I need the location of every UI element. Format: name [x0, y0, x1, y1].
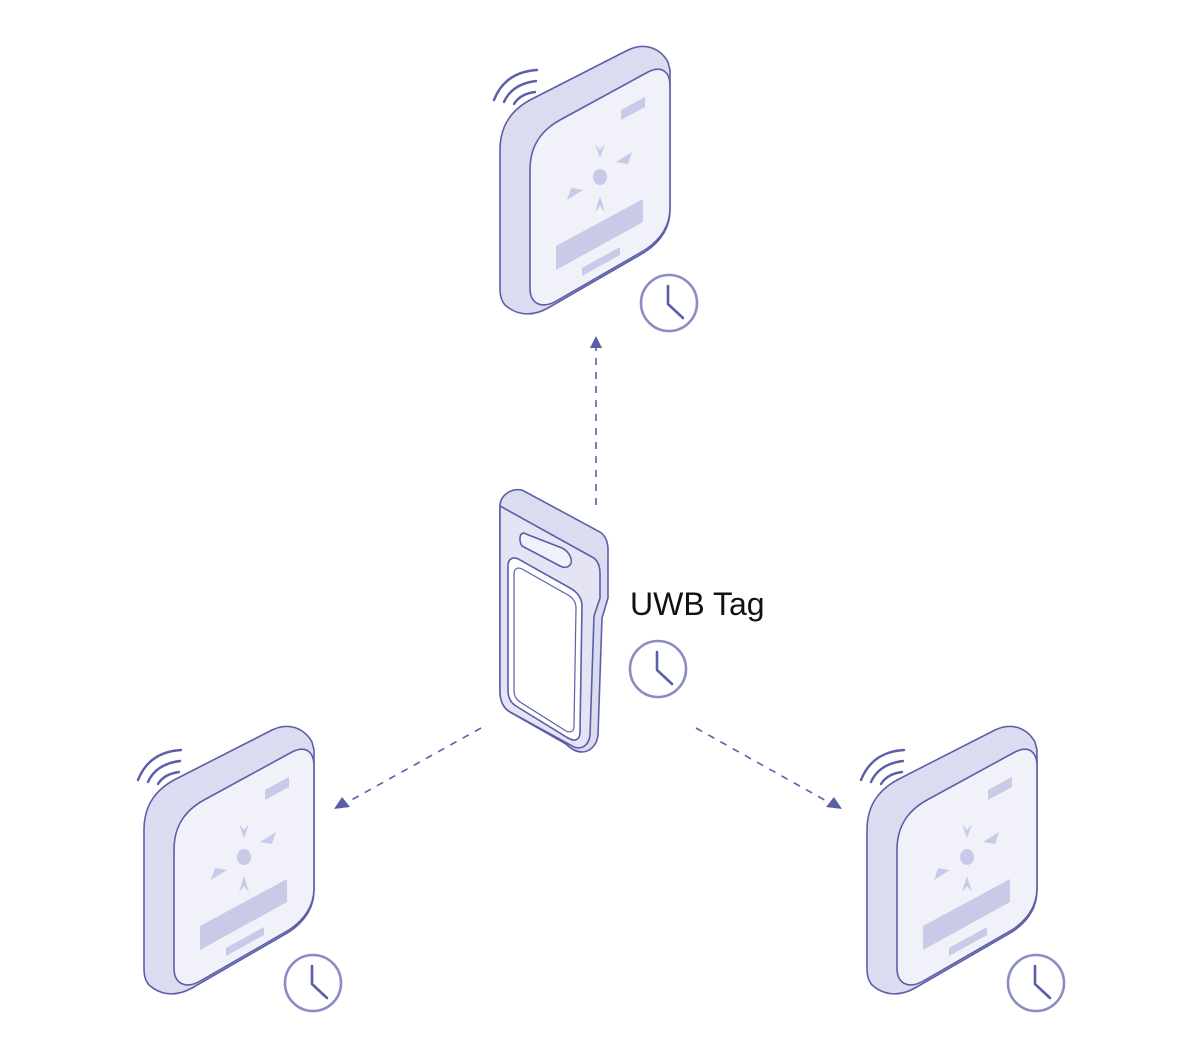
uwb-tag-label: UWB Tag	[630, 586, 765, 622]
edge-tag-to-right	[695, 727, 842, 809]
anchor-top	[492, 45, 699, 333]
anchor-left	[136, 725, 343, 1013]
edge-tag-to-left	[334, 727, 482, 809]
edge-tag-to-top	[590, 336, 602, 505]
clock-icon	[628, 639, 688, 699]
uwb-tag-device	[499, 488, 609, 753]
anchor-right	[859, 725, 1066, 1013]
